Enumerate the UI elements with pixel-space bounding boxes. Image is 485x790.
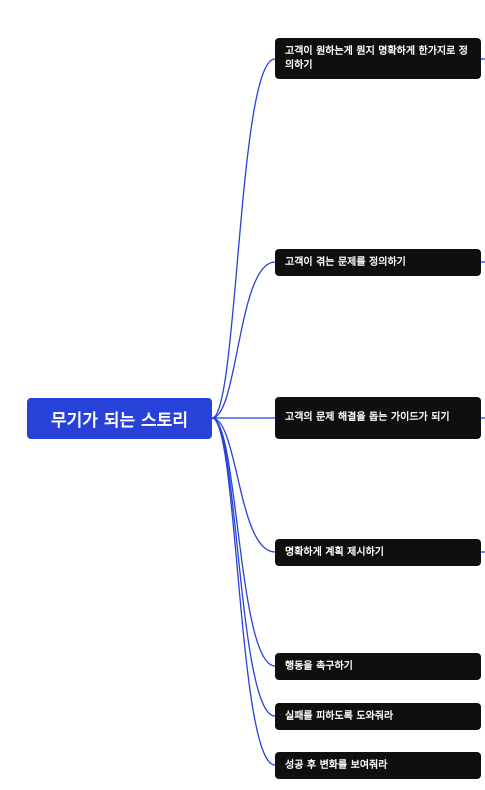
branch-label: 명확하게 계획 제시하기 xyxy=(285,546,384,558)
root-label: 무기가 되는 스토리 xyxy=(51,411,188,431)
branch-node-2[interactable]: 고객이 겪는 문제를 정의하기 xyxy=(275,249,481,276)
branch-node-1[interactable]: 고객이 원하는게 뭔지 명확하게 한가지로 정의하기 xyxy=(275,38,481,79)
branch-label: 성공 후 변화를 보여줘라 xyxy=(285,759,388,771)
branch-node-3[interactable]: 고객의 문제 해결을 돕는 가이드가 되기 xyxy=(275,397,481,439)
connector-5 xyxy=(211,417,276,667)
connector-6 xyxy=(211,417,276,717)
branch-node-5[interactable]: 행동을 촉구하기 xyxy=(275,653,481,680)
connector-7 xyxy=(211,417,276,766)
branch-node-6[interactable]: 실패를 피하도록 도와줘라 xyxy=(275,703,481,730)
branch-node-7[interactable]: 성공 후 변화를 보여줘라 xyxy=(275,752,481,779)
branch-label: 고객이 겪는 문제를 정의하기 xyxy=(285,256,406,268)
connector-2 xyxy=(211,261,276,419)
branch-label: 행동을 촉구하기 xyxy=(285,660,353,672)
root-node[interactable]: 무기가 되는 스토리 xyxy=(27,398,212,439)
connector-4 xyxy=(211,417,276,553)
branch-label: 고객이 원하는게 뭔지 명확하게 한가지로 정의하기 xyxy=(285,45,469,71)
connector-1 xyxy=(211,58,276,419)
branch-label: 실패를 피하도록 도와줘라 xyxy=(285,710,394,722)
branch-node-4[interactable]: 명확하게 계획 제시하기 xyxy=(275,539,481,566)
branch-label: 고객의 문제 해결을 돕는 가이드가 되기 xyxy=(285,412,450,423)
